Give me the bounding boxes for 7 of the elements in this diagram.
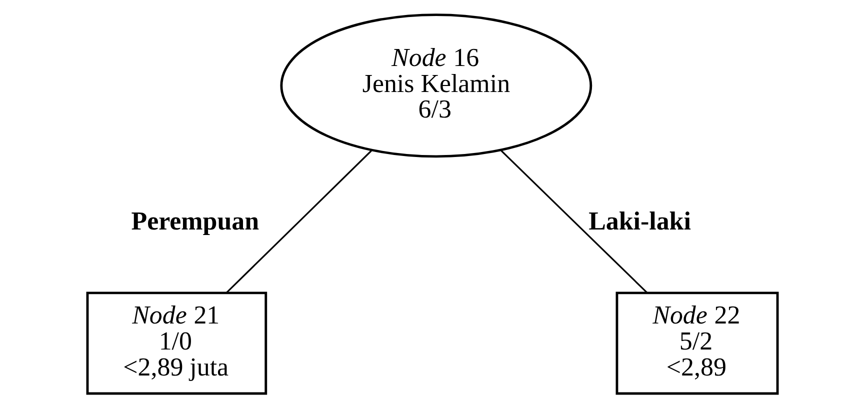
connector [500, 150, 648, 294]
node-box: Node 22 5/2 <2,89 [615, 292, 778, 395]
node-box: Node 21 1/0 <2,89 juta [86, 292, 267, 395]
node-ellipse: Node 16 Jenis Kelamin 6/3 [280, 14, 592, 158]
connector [225, 150, 372, 294]
edge-label: Perempuan [130, 206, 259, 236]
edge-label: Laki-laki [588, 206, 690, 236]
